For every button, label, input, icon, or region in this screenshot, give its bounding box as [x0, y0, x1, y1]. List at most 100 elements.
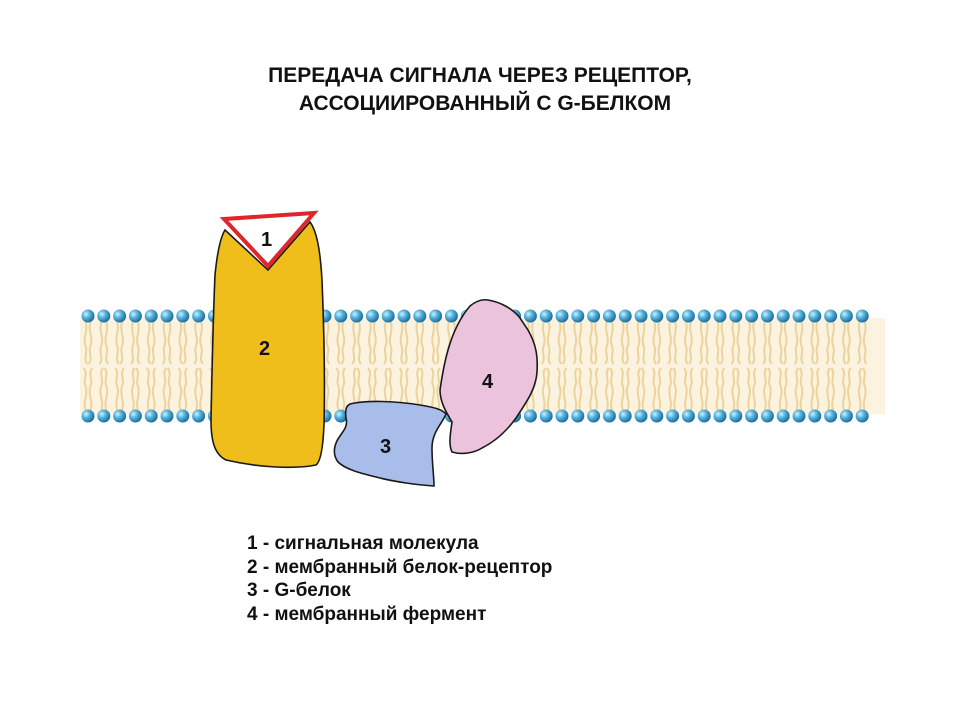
lipid-tail	[436, 367, 441, 411]
lipid-tail	[577, 367, 583, 411]
lipid-tail	[715, 321, 721, 365]
lipid-tail	[162, 367, 168, 411]
lipid-tail	[166, 367, 172, 411]
lipid-head	[618, 409, 632, 423]
lipid-tail	[794, 367, 800, 411]
lipid-tail	[178, 321, 183, 365]
lipid-head	[713, 309, 727, 323]
lipid-tail	[357, 321, 362, 365]
lipid-head	[571, 309, 585, 323]
lipid-tail	[625, 321, 630, 365]
lipid-tail	[857, 321, 862, 365]
lipid-head	[81, 409, 95, 423]
lipid-tail	[199, 321, 204, 365]
lipid-tail	[561, 321, 567, 365]
lipid-head	[587, 409, 601, 423]
lipid-tail	[620, 367, 625, 411]
lipid-head	[571, 409, 585, 423]
signal-molecule: 1	[219, 210, 319, 269]
legend-number: 4	[247, 603, 258, 625]
lipid-head	[429, 309, 443, 323]
lipid-head	[97, 309, 111, 323]
lipid-tail	[847, 367, 852, 411]
lipid-tail	[831, 321, 836, 365]
lipid-head	[381, 309, 395, 323]
lipid-tail	[841, 367, 846, 411]
lipid-tail	[799, 321, 805, 365]
lipid-tail	[689, 367, 694, 411]
lipid-head	[681, 309, 695, 323]
lipid-tail	[635, 321, 641, 365]
g-protein-number-label: 3	[380, 436, 391, 458]
lipid-tail	[846, 321, 851, 365]
lipid-head	[650, 409, 664, 423]
lipid-tail	[415, 367, 420, 411]
lipid-tail	[388, 321, 394, 365]
lipid-head	[618, 309, 632, 323]
lipid-tail	[340, 321, 346, 365]
legend-text: - сигнальная молекула	[257, 533, 479, 554]
lipid-tail	[699, 367, 705, 411]
lipid-head	[760, 409, 774, 423]
lipid-tail	[119, 321, 124, 365]
signal-molecule-triangle	[219, 210, 319, 269]
lipid-tail	[814, 321, 820, 365]
lipid-tail	[88, 367, 94, 411]
lipid-tail	[431, 321, 436, 365]
lipid-tail	[672, 367, 677, 411]
lipid-tail	[767, 367, 772, 411]
lipid-tail	[704, 321, 710, 365]
lipid-head	[113, 409, 127, 423]
lipid-tail	[826, 367, 831, 411]
enzyme-number-label: 4	[482, 371, 494, 393]
lipid-tail	[372, 321, 377, 365]
lipid-tail	[862, 367, 867, 411]
lipid-tail	[684, 321, 689, 365]
lipid-tail	[151, 367, 157, 411]
lipid-tail	[104, 321, 109, 365]
lipid-head	[839, 309, 853, 323]
lipid-tail	[87, 321, 93, 365]
lipid-tail	[131, 367, 136, 411]
lipid-tail	[735, 367, 741, 411]
lipid-tail	[657, 367, 662, 411]
lipid-tail	[714, 367, 720, 411]
lipid-tail	[335, 367, 341, 411]
lipid-head	[555, 309, 569, 323]
lipid-head	[176, 309, 190, 323]
lipid-head	[824, 309, 838, 323]
lipid-tail	[368, 321, 373, 365]
lipid-tail	[857, 367, 863, 411]
lipid-head	[681, 409, 695, 423]
diagram-title: ПЕРЕДАЧА СИГНАЛА ЧЕРЕЗ РЕЦЕПТОР, АССОЦИИ…	[0, 62, 960, 118]
lipid-tail	[114, 367, 119, 411]
legend-text: - мембранный белок-рецептор	[257, 556, 553, 578]
lipid-tail	[736, 321, 741, 365]
lipid-tail	[809, 367, 815, 411]
lipid-tail	[146, 367, 151, 411]
lipid-head	[444, 309, 458, 323]
lipid-tail	[98, 321, 104, 365]
lipid-tail	[99, 367, 104, 411]
lipid-head	[334, 309, 348, 323]
lipid-tail	[636, 367, 642, 411]
lipid-tail	[720, 367, 726, 411]
lipid-tail	[103, 367, 109, 411]
lipid-tail	[620, 321, 626, 365]
lipid-tail	[810, 321, 815, 365]
lipid-tail	[683, 367, 688, 411]
lipid-tail	[183, 367, 188, 411]
lipid-tail	[730, 321, 736, 365]
lipid-head	[160, 409, 174, 423]
lipid-tail	[120, 367, 125, 411]
lipid-head	[144, 409, 158, 423]
lipid-head	[555, 409, 569, 423]
legend-text: - мембранный фермент	[257, 603, 487, 625]
legend-item-4: 4 - мембранный фермент	[247, 603, 552, 627]
lipid-head	[81, 309, 95, 323]
lipid-tail	[177, 367, 183, 411]
lipid-tail	[762, 321, 767, 365]
receptor-number-label: 2	[259, 338, 270, 360]
lipid-head	[808, 409, 822, 423]
lipid-head	[144, 309, 158, 323]
